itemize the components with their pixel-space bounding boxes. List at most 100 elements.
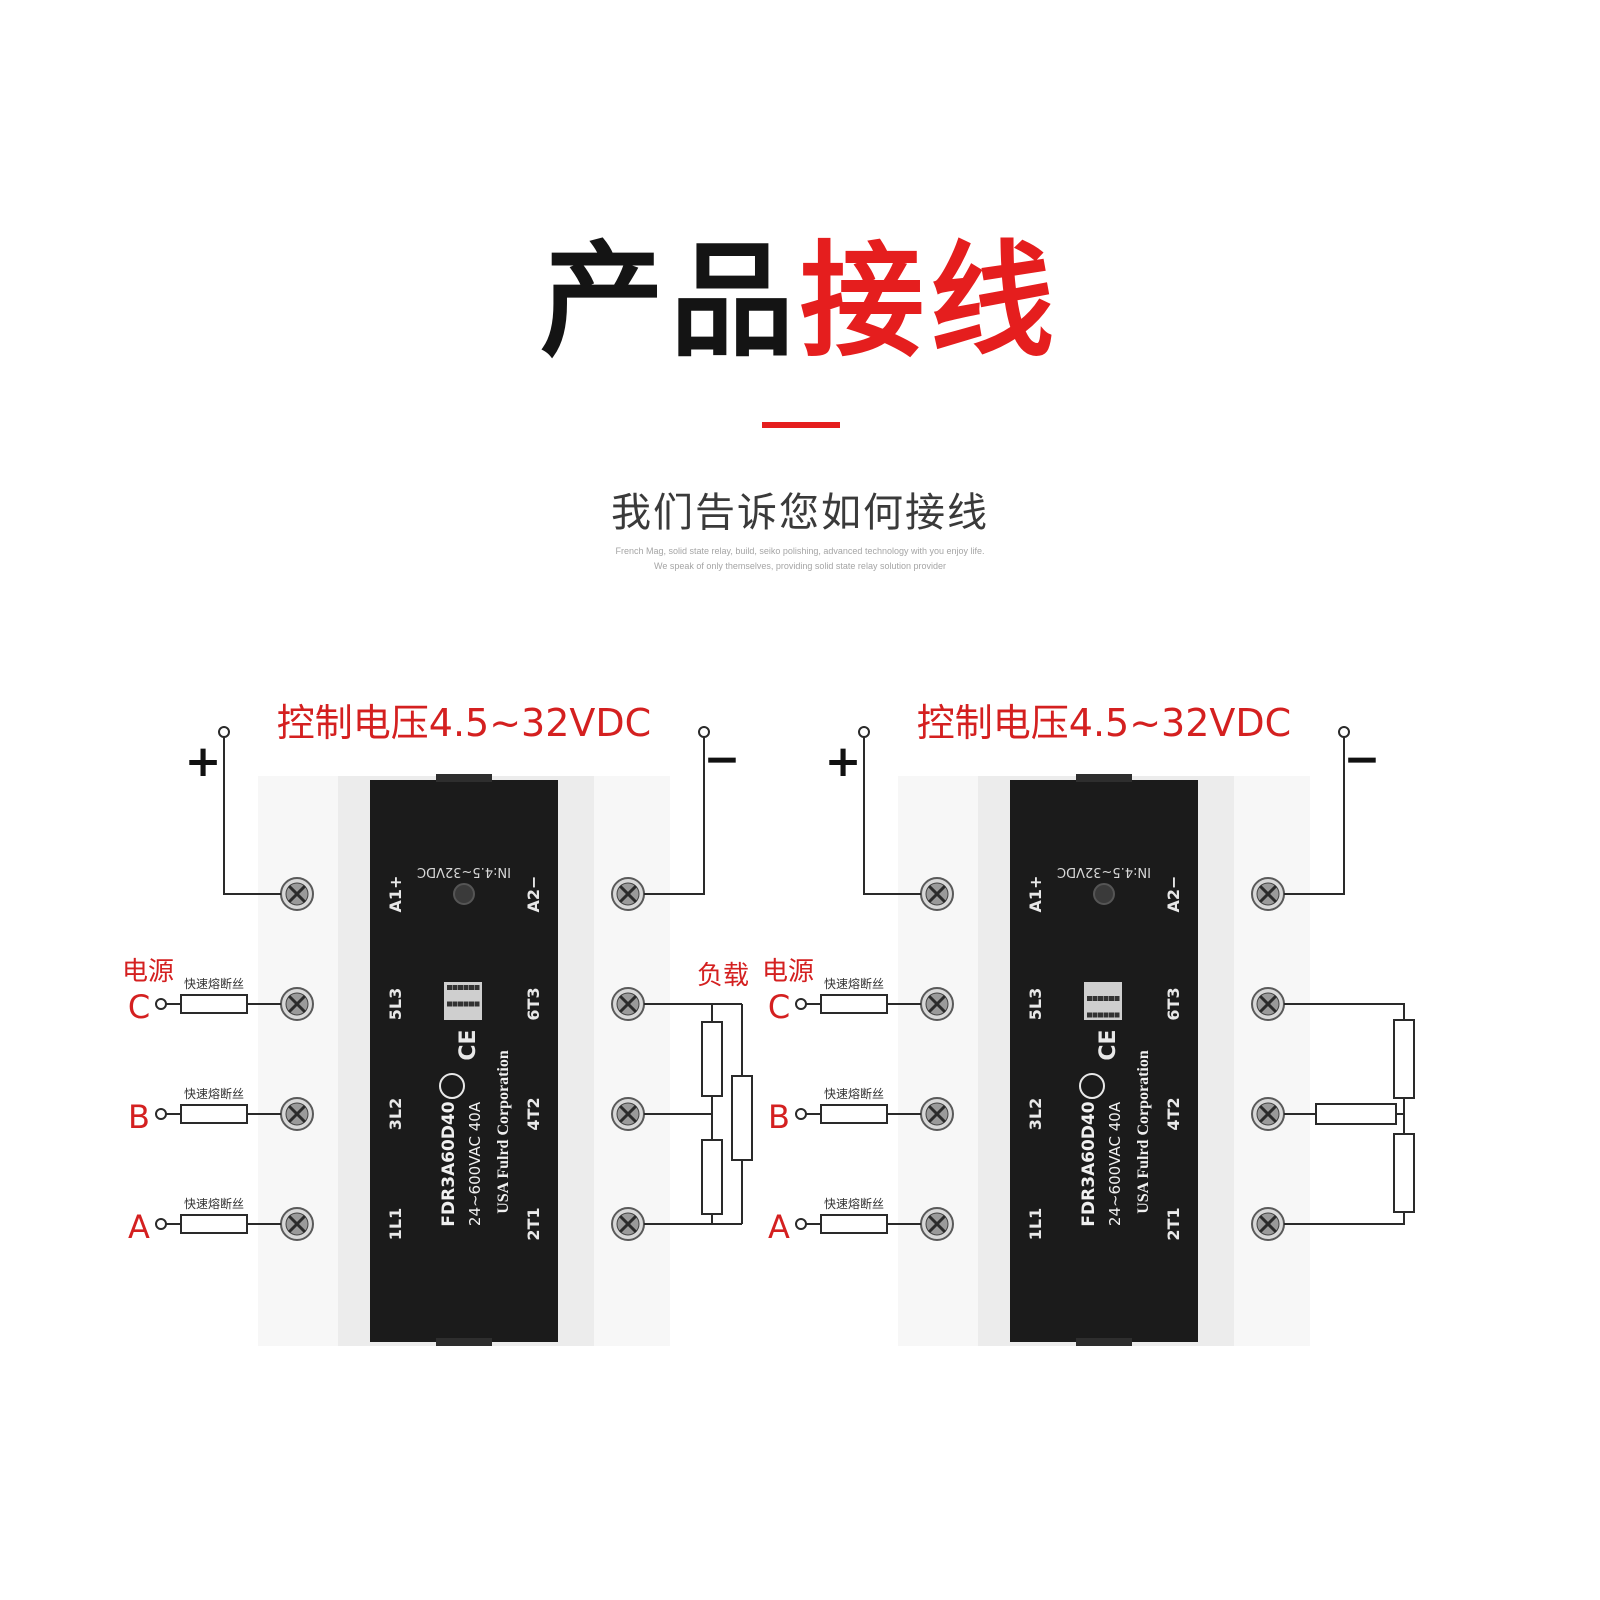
control-wire-plus	[863, 737, 921, 895]
qr-cell	[447, 985, 452, 990]
housing-left-rail	[258, 776, 338, 1346]
page-title: 产品接线	[0, 240, 1600, 364]
qr-cell	[1098, 996, 1103, 1001]
screw-slot	[1258, 884, 1278, 904]
screw-slot	[287, 1104, 307, 1124]
phase-label-C: C	[768, 988, 790, 1026]
fuse-label: 快速熔断丝	[184, 1086, 244, 1101]
terminal-screw-left	[920, 1207, 954, 1241]
ce-mark: CE	[456, 1029, 481, 1060]
diagram-1: IN:4.5~32VDCA1+5L33L21L1A2−6T34T22T1CEFD…	[122, 701, 753, 1346]
screw-slot	[1258, 1214, 1278, 1234]
terminal-screw-right	[611, 1097, 645, 1131]
housing-left-rail	[898, 776, 978, 1346]
terminal-screw-left	[920, 1097, 954, 1131]
tagline-line-2: We speak of only themselves, providing s…	[654, 561, 946, 571]
phase-label-C: C	[128, 988, 150, 1026]
fuse-icon	[180, 1104, 248, 1124]
qr-cell	[458, 985, 463, 990]
load-wire	[1284, 1212, 1405, 1225]
phase-label-A: A	[768, 1208, 790, 1246]
control-wire-minus	[644, 737, 705, 895]
phase-label-B: B	[128, 1098, 150, 1136]
fuse-icon	[820, 994, 888, 1014]
power-source-label: 电源	[122, 957, 174, 987]
module-bottom-tab	[1076, 1338, 1132, 1346]
terminal-label-left: 3L2	[1026, 1098, 1045, 1130]
qr-cell	[463, 985, 469, 990]
qr-code-icon	[1084, 982, 1122, 1020]
minus-sign: −	[1344, 734, 1381, 785]
fuse-icon	[820, 1214, 888, 1234]
subtitle: 我们告诉您如何接线	[611, 490, 989, 536]
model-number: FDR3A60D40	[439, 1101, 459, 1226]
terminal-screw-left	[280, 877, 314, 911]
phase-terminal-icon	[795, 998, 807, 1010]
phase-terminal-icon	[795, 1108, 807, 1120]
model-number: FDR3A60D40	[1079, 1101, 1099, 1226]
qr-cell	[458, 1001, 463, 1007]
screw-slot	[1258, 994, 1278, 1014]
terminal-screw-right	[1251, 877, 1285, 911]
ccc-mark-icon	[439, 1073, 465, 1099]
brand-text: USA Fulrd Corporation	[1135, 1050, 1152, 1214]
terminal-label-left: A1+	[1026, 876, 1045, 913]
phase-terminal-icon	[155, 1218, 167, 1230]
load-resistor-icon	[701, 1021, 723, 1097]
qr-cell	[1087, 996, 1092, 1001]
terminal-label-right: 4T2	[524, 1097, 543, 1130]
terminal-screw-right	[611, 877, 645, 911]
screw-slot	[287, 884, 307, 904]
terminal-screw-left	[280, 1097, 314, 1131]
fuse-label: 快速熔断丝	[824, 976, 884, 991]
screw-slot	[927, 1104, 947, 1124]
load-label: 负载	[697, 961, 749, 991]
qr-cell	[447, 1001, 452, 1007]
terminal-screw-right	[611, 1207, 645, 1241]
status-led	[1093, 883, 1115, 905]
control-voltage-label: 控制电压4.5~32VDC	[277, 701, 651, 745]
qr-cell	[474, 1001, 480, 1007]
title-black-part: 产品	[539, 230, 800, 374]
fuse-icon	[820, 1104, 888, 1124]
qr-cell	[469, 985, 474, 990]
control-wire-minus	[1284, 737, 1345, 895]
screw-slot	[618, 1104, 638, 1124]
phase-terminal-icon	[795, 1218, 807, 1230]
rating-text: 24~600VAC 40A	[1106, 1101, 1124, 1226]
phase-label-A: A	[128, 1208, 150, 1246]
module-bottom-tab	[436, 1338, 492, 1346]
rating-text: 24~600VAC 40A	[466, 1101, 484, 1226]
terminal-screw-right	[1251, 987, 1285, 1021]
housing-right-rail	[1234, 776, 1310, 1346]
terminal-label-right: 4T2	[1164, 1097, 1183, 1130]
module-top-tab	[1076, 774, 1132, 782]
screw-slot	[618, 994, 638, 1014]
title-red-part: 接线	[800, 230, 1061, 374]
screw-slot	[1258, 1104, 1278, 1124]
terminal-screw-right	[1251, 1097, 1285, 1131]
qr-cell	[1109, 996, 1114, 1001]
screw-slot	[618, 1214, 638, 1234]
qr-cell	[474, 985, 480, 990]
terminal-screw-left	[280, 1207, 314, 1241]
ce-mark: CE	[1096, 1029, 1121, 1060]
terminal-screw-left	[280, 987, 314, 1021]
qr-cell	[1114, 996, 1120, 1001]
qr-cell	[452, 1001, 458, 1007]
screw-slot	[618, 884, 638, 904]
qr-cell	[1087, 1012, 1092, 1018]
relay-module-body	[370, 780, 558, 1342]
control-voltage-label: 控制电压4.5~32VDC	[917, 701, 1291, 745]
qr-cell	[469, 1001, 474, 1007]
diagram-2: IN:4.5~32VDCA1+5L33L21L1A2−6T34T22T1CEFD…	[762, 701, 1415, 1346]
fuse-label: 快速熔断丝	[184, 1196, 244, 1211]
qr-cell	[1103, 996, 1109, 1001]
fuse-label: 快速熔断丝	[824, 1086, 884, 1101]
qr-cell	[1098, 1012, 1103, 1018]
module-top-tab	[436, 774, 492, 782]
brand-text: USA Fulrd Corporation	[495, 1050, 512, 1214]
qr-code-icon	[444, 982, 482, 1020]
relay-module-body	[1010, 780, 1198, 1342]
terminal-label-right: 2T1	[1164, 1207, 1183, 1240]
